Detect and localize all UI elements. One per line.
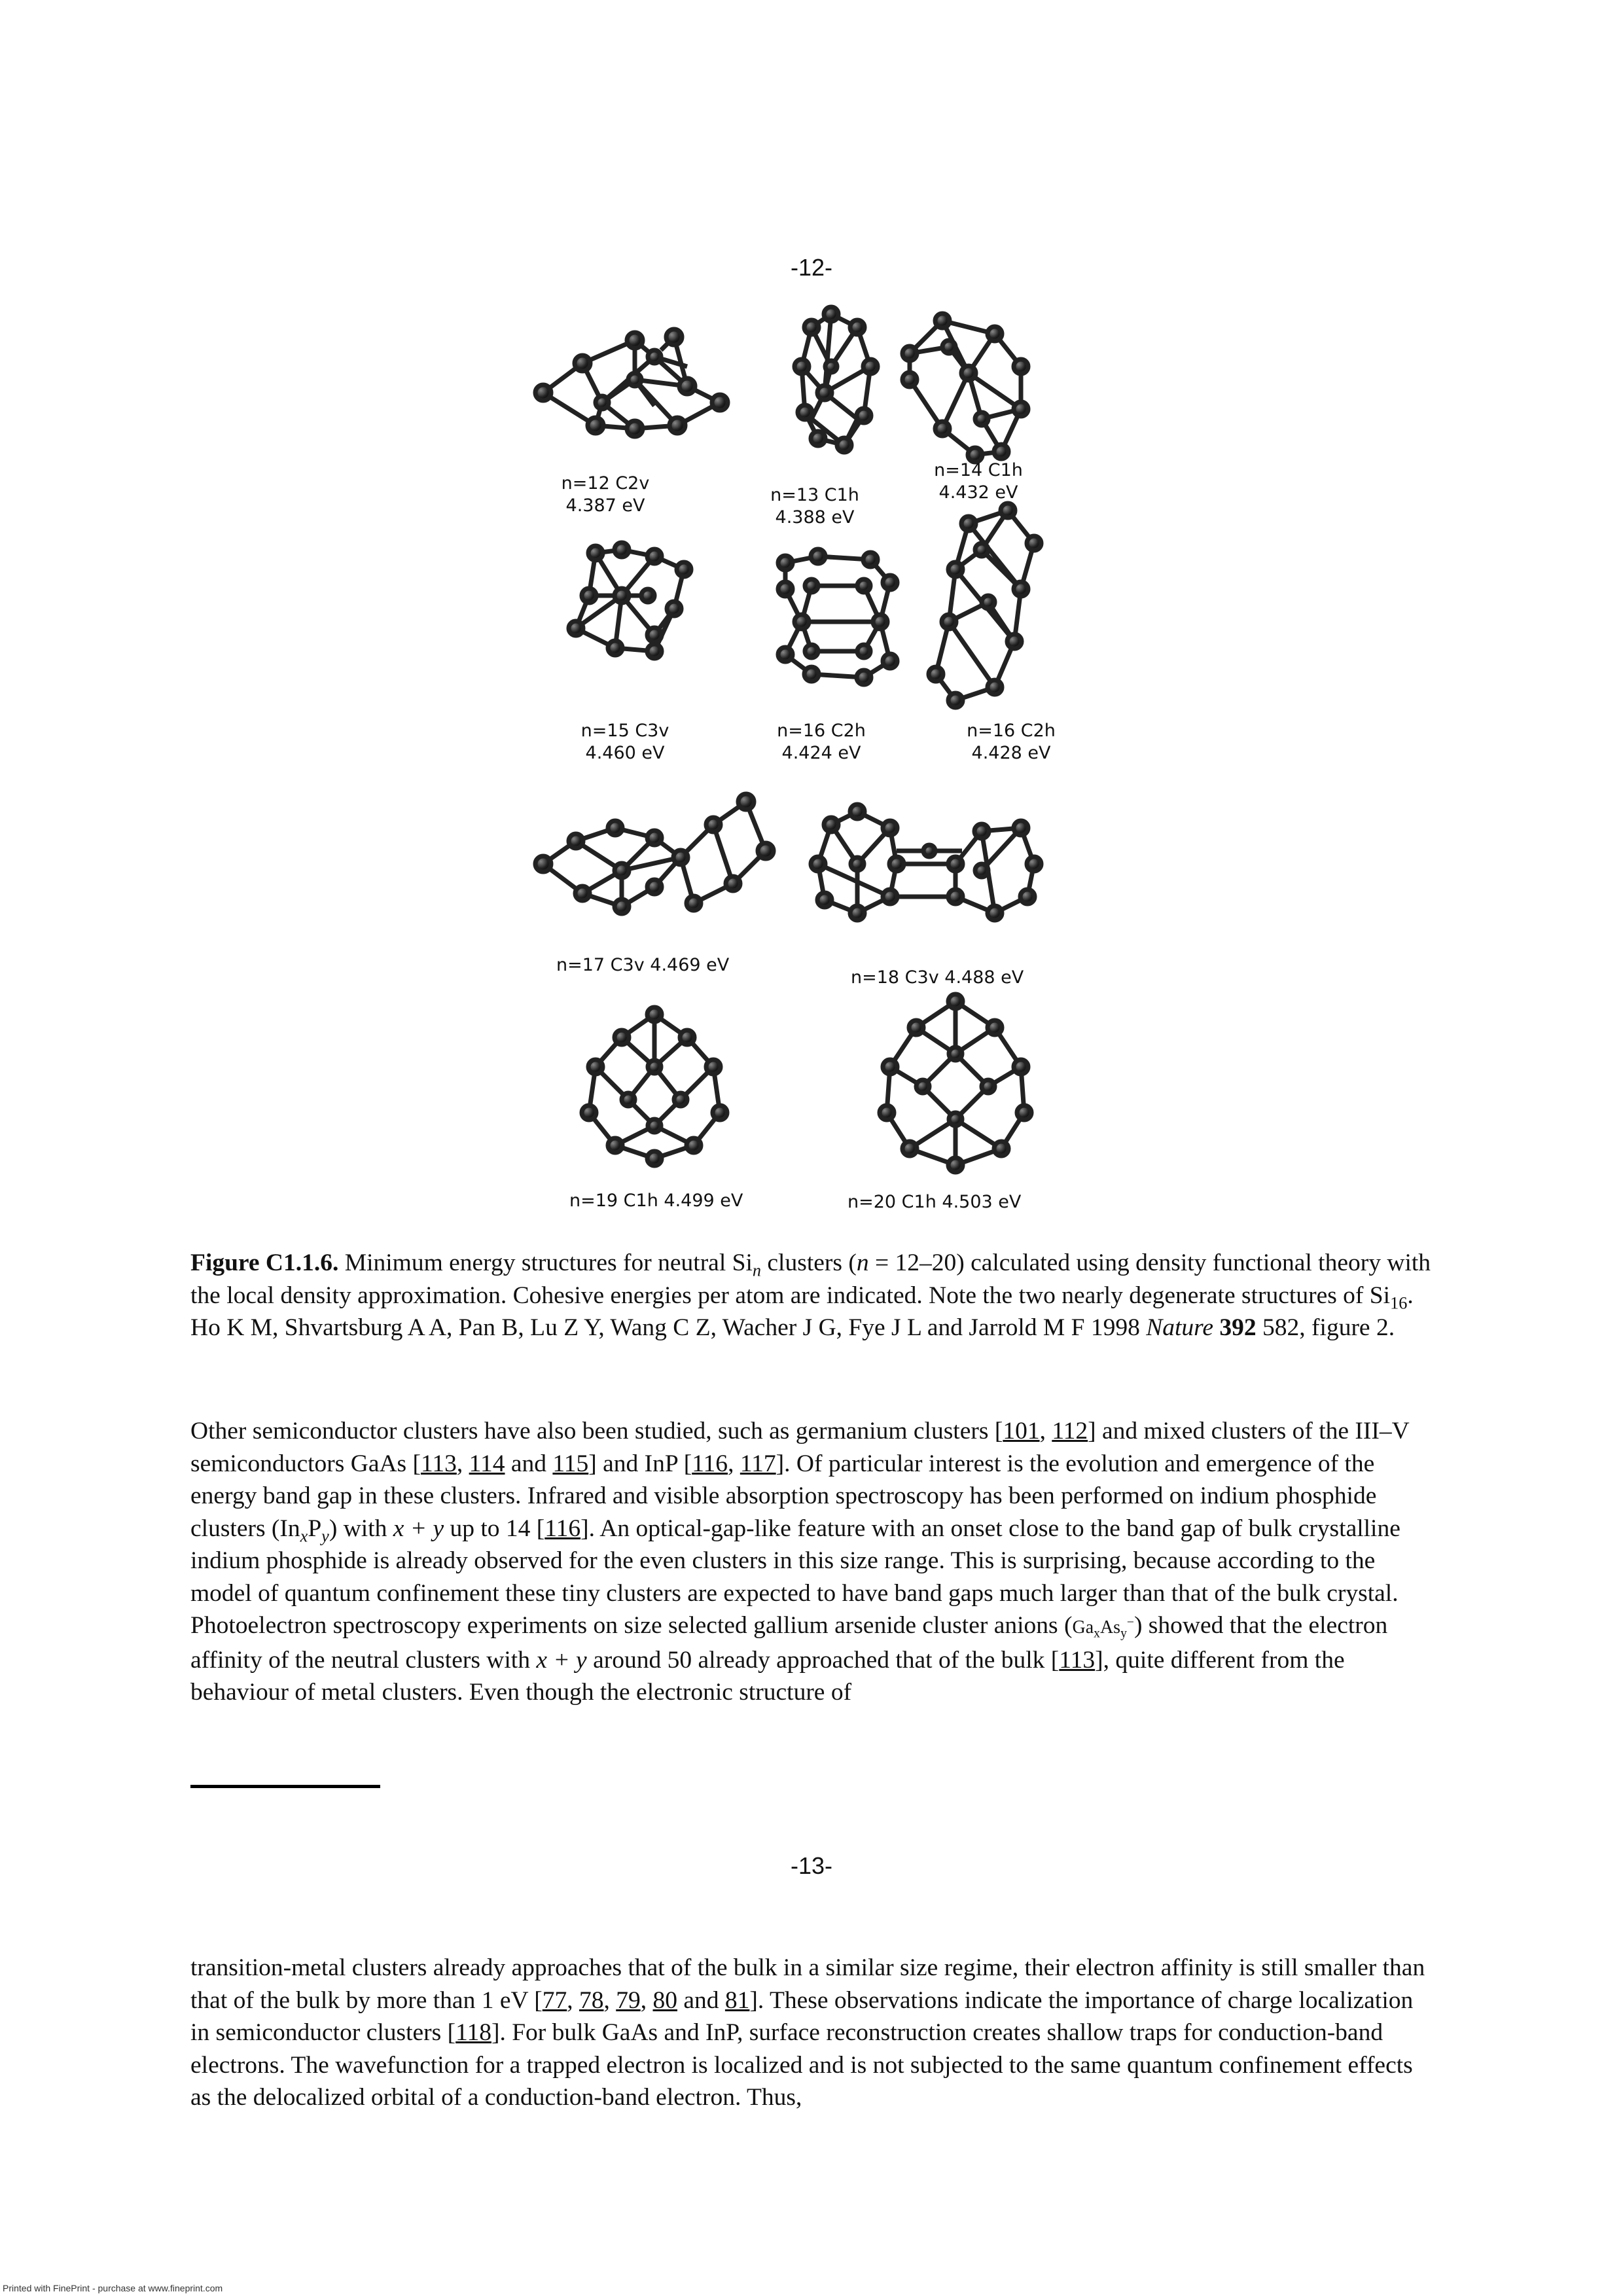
cluster-n16a-structure — [776, 547, 900, 687]
ref-link-77[interactable]: 77 — [542, 1986, 567, 2014]
cluster-label-n12: n=12 C2v 4.387 eV — [561, 473, 650, 516]
printer-footer: Printed with FinePrint - purchase at www… — [3, 2283, 223, 2293]
cluster-n12-structure — [533, 327, 730, 439]
ref-link-112[interactable]: 112 — [1052, 1418, 1088, 1444]
cluster-label-n17: n=17 C3v 4.469 eV — [556, 955, 730, 975]
ref-link-115[interactable]: 115 — [552, 1450, 589, 1477]
cluster-label-n19: n=19 C1h 4.499 eV — [569, 1191, 743, 1211]
body-paragraph-1: Other semiconductor clusters have also b… — [190, 1418, 1410, 1706]
footnote-rule — [190, 1785, 380, 1788]
cluster-structures-figure — [533, 304, 1044, 1175]
ref-link-81[interactable]: 81 — [724, 1986, 750, 2014]
cluster-label-n20: n=20 C1h 4.503 eV — [847, 1192, 1022, 1212]
ref-link-113b[interactable]: 113 — [1059, 1646, 1096, 1674]
ref-link-79[interactable]: 79 — [616, 1986, 641, 2014]
ref-link-113[interactable]: 113 — [421, 1450, 457, 1477]
cluster-n19-structure — [579, 1005, 730, 1168]
page-number-top: -12- — [790, 254, 833, 281]
ref-link-80[interactable]: 80 — [652, 1986, 677, 2014]
body-paragraph-2: transition-metal clusters already approa… — [190, 1954, 1425, 2111]
ref-link-118[interactable]: 118 — [455, 2019, 491, 2046]
ref-link-117[interactable]: 117 — [740, 1450, 776, 1477]
cluster-n17-structure — [533, 791, 776, 916]
cluster-n15-structure — [566, 540, 694, 661]
ref-link-116b[interactable]: 116 — [544, 1515, 581, 1542]
cluster-label-n14: n=14 C1h 4.432 eV — [934, 460, 1023, 503]
cluster-label-n16a: n=16 C2h 4.424 eV — [777, 721, 866, 763]
ref-link-101[interactable]: 101 — [1003, 1418, 1040, 1444]
cluster-label-n13: n=13 C1h 4.388 eV — [770, 485, 859, 528]
cluster-n14-structure — [900, 311, 1031, 465]
cluster-label-n16b: n=16 C2h 4.428 eV — [967, 721, 1056, 763]
cluster-n20-structure — [877, 992, 1034, 1175]
cluster-n13-structure — [792, 304, 880, 455]
figure-label: Figure C1.1.6. — [190, 1249, 339, 1276]
page-number-middle: -13- — [790, 1852, 833, 1879]
cluster-label-n18: n=18 C3v 4.488 eV — [851, 967, 1024, 988]
cluster-label-n15: n=15 C3v 4.460 eV — [580, 721, 669, 763]
cluster-n16b-structure — [926, 501, 1044, 710]
ref-link-114[interactable]: 114 — [469, 1450, 505, 1477]
ref-link-116[interactable]: 116 — [692, 1450, 728, 1477]
cluster-n18-structure — [808, 802, 1044, 923]
journal-name: Nature — [1146, 1314, 1214, 1341]
ref-link-78[interactable]: 78 — [579, 1986, 604, 2014]
figure-caption: Figure C1.1.6. Minimum energy structures… — [190, 1249, 1431, 1341]
